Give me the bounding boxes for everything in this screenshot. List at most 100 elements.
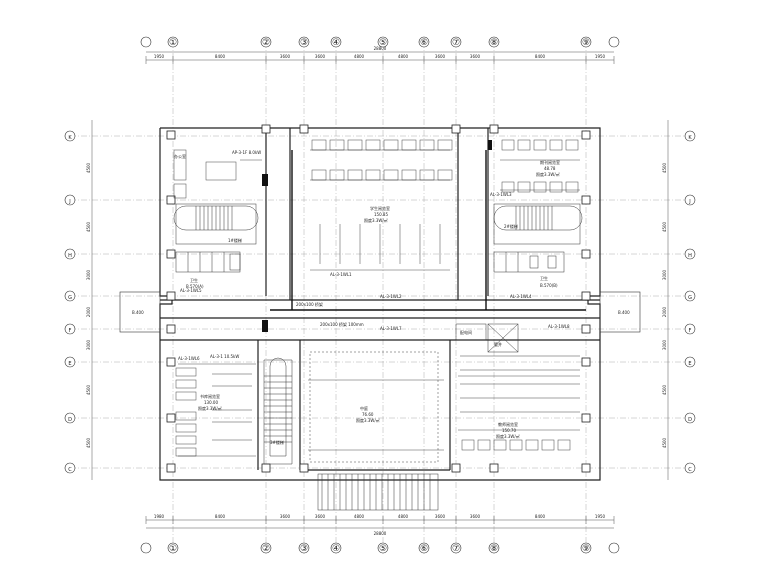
dim-top-overall: 28800 — [374, 46, 387, 51]
dim-right-2: 3000 — [662, 269, 667, 280]
row-label-f-right: F — [689, 328, 692, 334]
wl2-label: AL-3-1WL2 — [380, 294, 402, 299]
toilet-right — [493, 251, 565, 273]
reading-lower-left-furniture — [175, 367, 252, 457]
row-label-k-left: K — [68, 135, 72, 141]
dim-right-0: 4500 — [662, 162, 667, 173]
dim-bottom-5: 4800 — [398, 514, 409, 519]
dim-bottom-2: 3600 — [280, 514, 291, 519]
dim-bottom-0: 1980 — [154, 514, 165, 519]
al-panel-left-label: AL-3-1 10.5kW — [210, 354, 239, 359]
ap-panel-symbol — [262, 174, 268, 186]
dim-top-3: 3600 — [315, 54, 326, 59]
reading-center-label: 学生阅览室 — [370, 205, 390, 211]
lighting-circuits — [178, 149, 580, 457]
structural-columns — [166, 124, 591, 473]
circuit-labels: AP-3-1F 8.0kW AL-3-1 10.5kW AL-3-1WL1 AL… — [178, 150, 570, 361]
col-label-7-bottom: ⑦ — [452, 544, 460, 554]
bottom-dimension-texts: 1980 8400 3600 3600 4800 4800 3600 3600 … — [154, 514, 606, 536]
top-dimension — [145, 51, 615, 64]
wl4-label: AL-3-1WL4 — [510, 294, 532, 299]
reading-right-area: 48.78 — [544, 166, 556, 171]
dim-bottom-7: 3600 — [470, 514, 481, 519]
row-bubbles-right — [684, 130, 696, 474]
column-labels-bottom: ① ② ③ ④ ⑤ ⑥ ⑦ ⑧ ⑨ — [169, 544, 590, 554]
dim-left-3: 2000 — [86, 306, 91, 317]
col-label-6-bottom: ⑥ — [420, 544, 428, 554]
reading-lower-right-furniture — [460, 355, 580, 451]
column-bubbles-top — [140, 36, 620, 48]
reading-lower-right-label: 教师阅览室 — [498, 421, 518, 427]
reading-lower-left-area: 130.00 — [204, 400, 218, 405]
side-entrances — [119, 291, 641, 333]
dim-top-5: 4800 — [398, 54, 409, 59]
ap-panel-label: AP-3-1F 8.0kW — [232, 150, 261, 155]
dim-top-0: 1950 — [154, 54, 165, 59]
al-panel-symbol — [262, 320, 268, 332]
row-label-h-right: H — [688, 253, 692, 259]
col-label-2-bottom: ② — [262, 544, 270, 554]
dim-left-2: 3000 — [86, 269, 91, 280]
toilet-left — [175, 251, 241, 273]
dim-top-1: 8400 — [215, 54, 226, 59]
stair-right-label: 2#楼梯 — [504, 223, 518, 229]
row-labels-right: K J H G F E D C — [688, 135, 692, 473]
row-label-e-right: E — [688, 361, 691, 367]
reading-lower-left-lux: 照度3.3W/㎡ — [198, 405, 222, 411]
dim-bottom-6: 3600 — [435, 514, 446, 519]
wl3-label: AL-3-1WL3 — [490, 192, 512, 197]
col-label-3-bottom: ③ — [300, 544, 308, 554]
row-label-h-left: H — [68, 253, 72, 259]
col-label-8-bottom: ⑧ — [490, 544, 498, 554]
col-label-7-top: ⑦ — [452, 38, 460, 48]
toilet-left-level: B.570(A) — [186, 284, 204, 289]
reading-lower-right-area: 150.70 — [502, 428, 516, 433]
cable-tray — [270, 150, 586, 311]
top-dimension-texts: 1950 8400 3600 3600 4800 4800 3600 3600 … — [154, 46, 606, 59]
office-furniture — [173, 149, 237, 199]
row-label-f-left: F — [69, 328, 72, 334]
dim-right-1: 4500 — [662, 221, 667, 232]
level-left-entrance: B.400 — [132, 310, 144, 315]
wl7-label: AL-3-1WL7 — [380, 326, 402, 331]
well-room-label: 管井 — [494, 341, 502, 347]
level-right-entrance: B.400 — [618, 310, 630, 315]
reading-lower-left-label: 书库阅览室 — [200, 393, 220, 399]
dim-top-4: 4800 — [354, 54, 365, 59]
dim-left-4: 3000 — [86, 339, 91, 350]
left-dimension-texts: 4500 4500 3000 2000 3000 4500 4500 — [86, 162, 91, 448]
service-rooms — [455, 323, 519, 353]
dim-top-7: 3600 — [470, 54, 481, 59]
row-label-d-right: D — [688, 417, 692, 423]
row-label-g-right: G — [688, 295, 692, 301]
dim-top-8: 8400 — [535, 54, 546, 59]
row-label-c-right: C — [688, 467, 692, 473]
row-label-d-left: D — [68, 417, 72, 423]
atrium — [309, 351, 439, 463]
reading-right-label: 期刊阅览室 — [540, 159, 560, 165]
elec-room-label: 配电间 — [460, 329, 472, 335]
col-label-9-bottom: ⑨ — [582, 544, 590, 554]
row-label-g-left: G — [68, 295, 72, 301]
dim-bottom-3: 3600 — [315, 514, 326, 519]
dim-left-5: 4500 — [86, 384, 91, 395]
col-label-5-bottom: ⑤ — [379, 544, 387, 554]
stair-left — [173, 203, 259, 245]
row-label-j-right: J — [688, 199, 690, 205]
tray-label: 200x100 桥架 — [296, 301, 323, 307]
row-bubbles-left — [64, 130, 76, 474]
void-area: 76.60 — [362, 412, 374, 417]
al-panel-right-symbol — [488, 140, 492, 150]
toilet-right-label: 卫生 — [540, 275, 548, 281]
reading-right-lux: 照度3.3W/㎡ — [536, 171, 560, 177]
row-label-k-right: K — [688, 135, 692, 141]
column-bubbles-bottom — [140, 542, 620, 554]
row-label-c-left: C — [68, 467, 72, 473]
void-label: 中庭 — [360, 405, 368, 411]
dim-right-5: 4500 — [662, 384, 667, 395]
dim-top-6: 3600 — [435, 54, 446, 59]
building-walls — [159, 127, 601, 481]
dim-bottom-1: 8400 — [215, 514, 226, 519]
office-label: 办公室 — [174, 153, 186, 159]
